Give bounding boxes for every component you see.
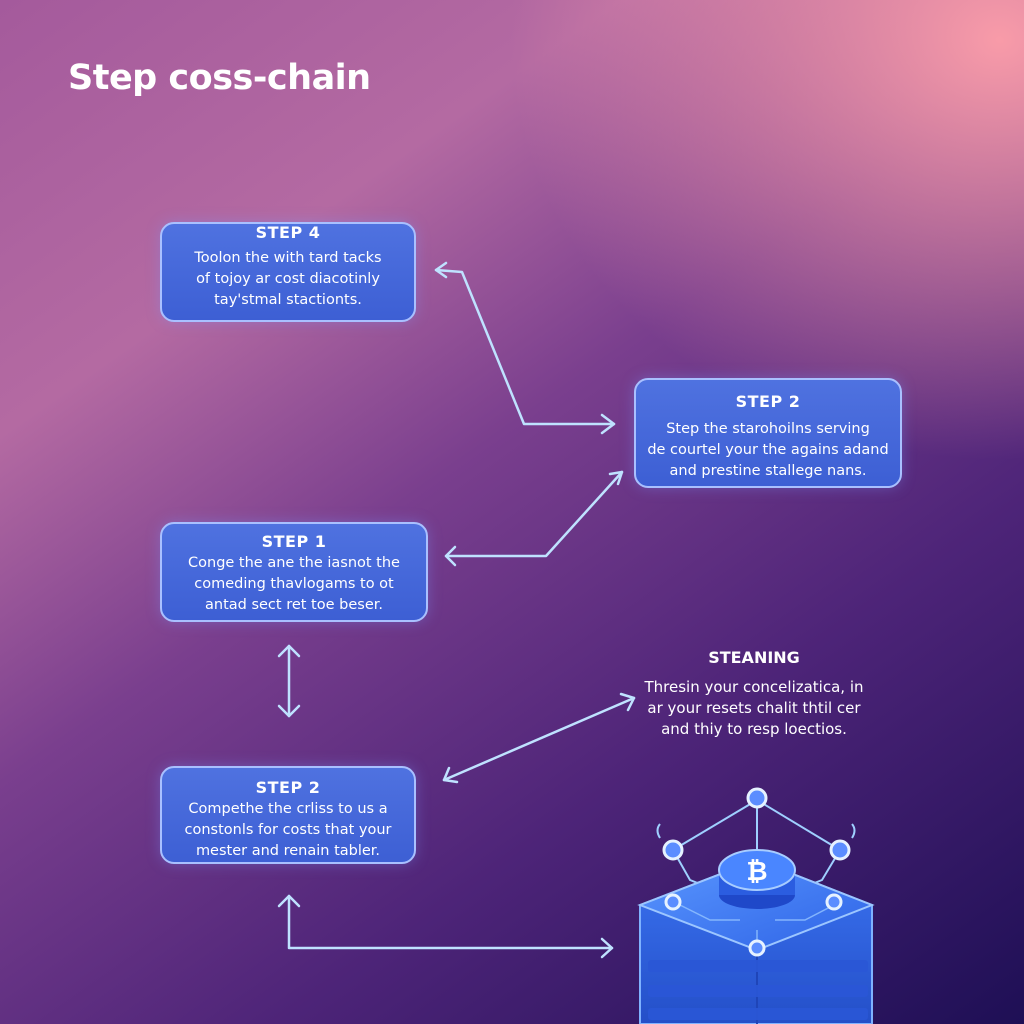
step-1-heading: STEP 1 [261,532,327,551]
step-2-box-right: STEP 2 Step the starohoilns serving de c… [634,378,902,488]
step-4-text: Toolon the with tard tacks of tojoy ar c… [194,250,382,308]
step-4-heading: STEP 4 [255,223,321,242]
step-2-right-heading: STEP 2 [735,392,801,411]
step-1-text: Conge the ane the iasnot the comeding th… [188,555,400,613]
step-2-right-text: Step the starohoilns serving de courtel … [647,421,889,479]
step-4-box: STEP 4 Toolon the with tard tacks of toj… [160,222,416,322]
steaning-note: STEANING Thresin your concelizatica, in … [636,648,872,740]
blockchain-server-icon [637,787,875,1024]
step-1-box: STEP 1 Conge the ane the iasnot the come… [160,522,428,622]
step-2-bottom-heading: STEP 2 [255,778,321,797]
arrow-step2-to-step1 [444,470,624,567]
steaning-text: Thresin your concelizatica, in ar your r… [644,678,864,738]
arrow-steaning-to-step2-bottom [442,692,636,784]
arrow-step2-bottom-to-server [277,894,614,959]
step-2-bottom-text: Compethe the crliss to us a constonls fo… [184,801,392,859]
step-2-box-bottom: STEP 2 Compethe the crliss to us a const… [160,766,416,864]
arrow-step1-to-step2-bottom [277,644,301,718]
arrow-step4-to-step2 [434,261,616,435]
steaning-heading: STEANING [708,648,800,667]
bitcoin-icon: ₿ [746,857,767,887]
page-title: Step coss-chain [68,58,371,98]
